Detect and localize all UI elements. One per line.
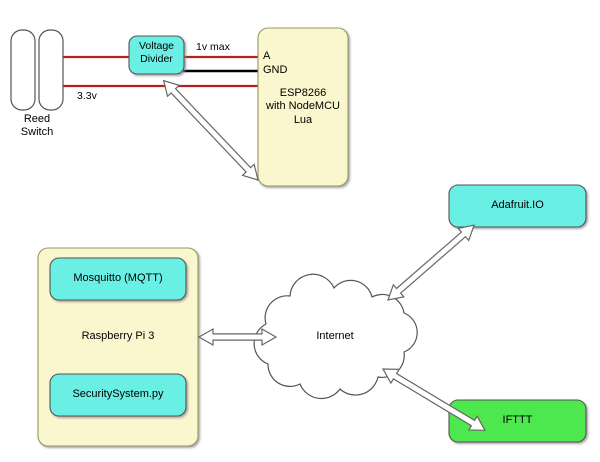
connector-internet-to-adafruit: [387, 224, 475, 301]
mosquitto-node[interactable]: [49, 257, 187, 301]
reed-switch-bar-right: [38, 29, 64, 111]
esp8266-pin-gnd-label: GND: [263, 64, 288, 76]
esp8266-pin-a-label: A: [263, 50, 271, 62]
security-system-py-node[interactable]: [49, 373, 187, 417]
adafruit-io-node[interactable]: [448, 184, 587, 228]
ifttt-node[interactable]: [448, 399, 587, 443]
voltage-divider-node[interactable]: [128, 35, 185, 75]
reed-switch-node[interactable]: [10, 29, 64, 111]
wiring-group: [62, 55, 260, 88]
connector-internet-to-ifttt: [381, 368, 487, 431]
esp8266-node[interactable]: [257, 27, 349, 187]
reed-switch-bar-left: [10, 29, 36, 111]
connector-esp-to-pi: [162, 79, 259, 181]
connector-pi-to-internet: [197, 327, 278, 347]
analog-output-wire-label: 1v max: [196, 41, 230, 53]
internet-cloud-node[interactable]: [253, 273, 418, 400]
power-wire-label: 3.3v: [77, 90, 97, 102]
